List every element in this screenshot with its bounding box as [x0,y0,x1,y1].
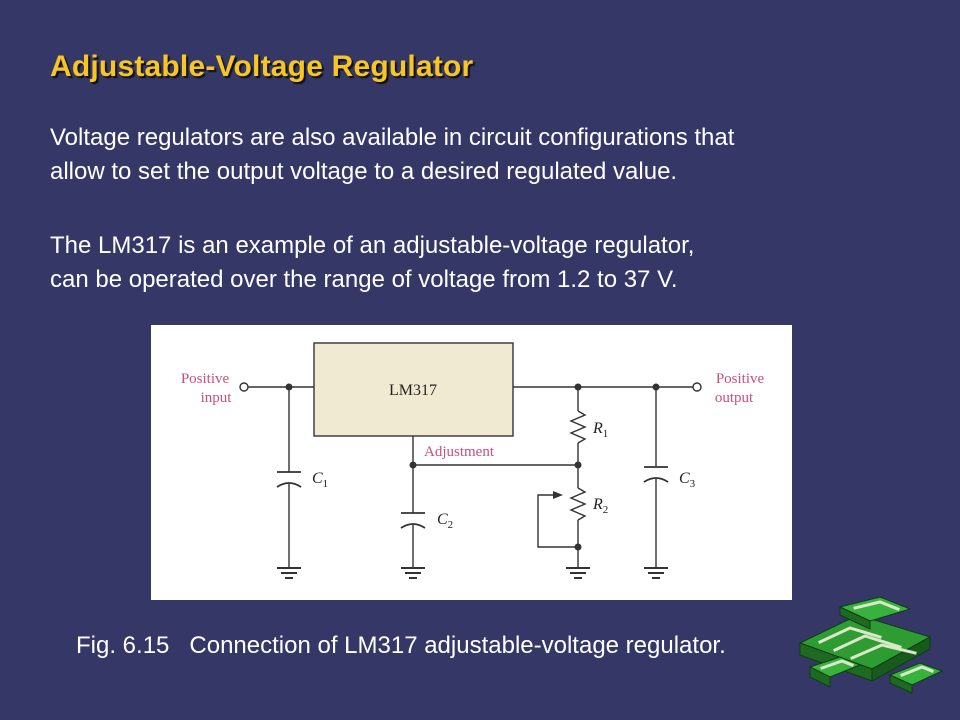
positive-output-label-line-1: Positive [716,371,765,387]
adjustment-label: Adjustment [424,444,495,460]
resistor-r1 [569,410,587,444]
wire-r2-wiper [537,494,554,548]
paragraph-intro: Voltage regulators are also available in… [50,121,734,189]
slide-title: Adjustable-Voltage Regulator [50,50,474,83]
ground-c2 [401,567,425,579]
circuit-board-icon [798,596,944,694]
capacitor-c2-curve [400,523,426,529]
positive-output-label-line-2: output [715,390,754,406]
junction-input [285,383,293,391]
circuit-figure: LM317 Positive input Positive output Adj… [151,325,792,600]
positive-input-label-line-2: input [201,390,233,406]
r2-label: R2 [592,496,608,516]
regulator-block [313,342,514,437]
junction-r2-wiper [574,543,582,551]
capacitor-c1-curve [276,482,302,488]
junction-r1-top [574,383,582,391]
paragraph-lm317: The LM317 is an example of an adjustable… [50,229,694,297]
junction-adjust [409,461,417,469]
positive-input-label-line-1: Positive [181,371,230,387]
ground-c1 [277,567,301,579]
junction-output [652,383,660,391]
c2-label: C2 [437,511,453,531]
ground-c3 [644,567,668,579]
resistor-r2 [569,487,587,521]
junction-r1-r2 [574,461,582,469]
ground-r2 [566,567,590,579]
paragraph-lm317-line-2: can be operated over the range of voltag… [50,266,678,293]
paragraph-intro-line-1: Voltage regulators are also available in… [50,124,735,151]
r1-label: R1 [592,420,608,440]
terminal-input [239,382,249,392]
circuit-diagram: LM317 Positive input Positive output Adj… [181,342,765,579]
figure-caption: Fig. 6.15 Connection of LM317 adjustable… [76,632,726,659]
regulator-label: LM317 [389,382,437,399]
c1-label: C1 [312,470,328,490]
terminal-output [692,382,702,392]
paragraph-intro-line-2: allow to set the output voltage to a des… [50,158,678,185]
circuit-board-decoration [780,595,950,700]
c3-label: C3 [679,470,696,490]
wiper-arrow [553,491,563,499]
paragraph-lm317-line-1: The LM317 is an example of an adjustable… [50,232,695,259]
capacitor-c3-curve [643,477,669,483]
